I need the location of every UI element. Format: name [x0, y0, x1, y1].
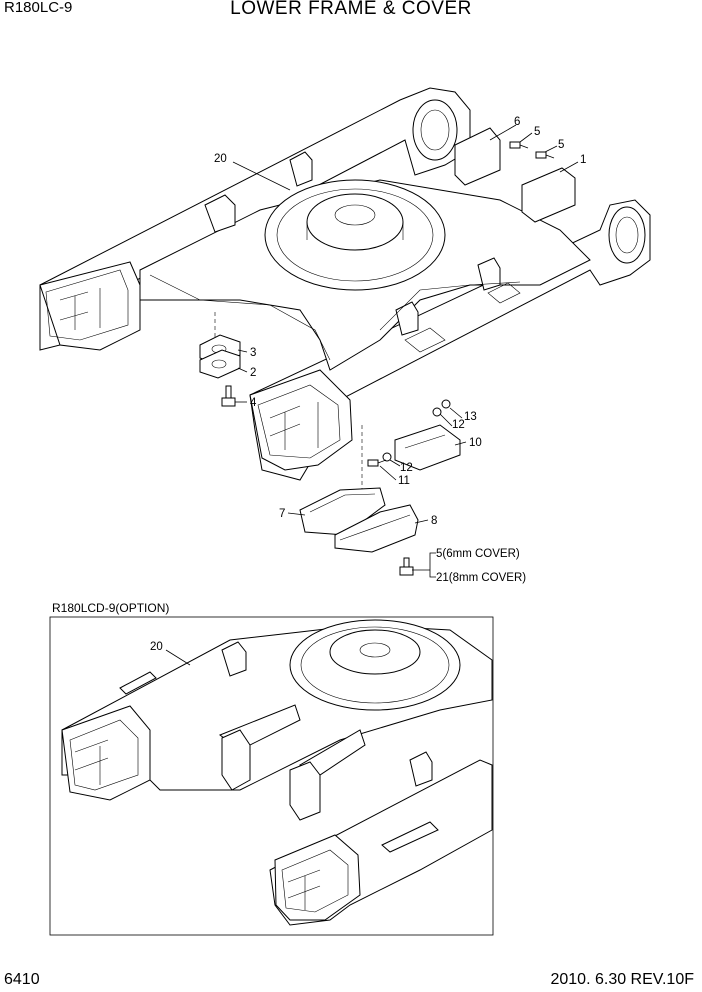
callout-leaders — [232, 124, 579, 578]
option-frame-drawing — [61, 619, 493, 926]
callout-5-6mm-cover: 5(6mm COVER) — [436, 548, 520, 560]
callout-21-8mm-cover: 21(8mm COVER) — [436, 572, 526, 584]
bracket-part-10 — [394, 424, 461, 471]
option-section-label: R180LCD-9(OPTION) — [52, 601, 170, 615]
callout-5-upper: 5 — [534, 126, 540, 138]
callout-11: 11 — [398, 475, 410, 487]
callout-7: 7 — [279, 508, 285, 520]
bolt-part-5-21 — [399, 557, 414, 576]
plate-part-2 — [199, 349, 241, 379]
callout-10: 10 — [469, 437, 482, 449]
model-number: R180LC-9 — [4, 0, 73, 16]
lower-frame-drawing — [39, 87, 651, 505]
page-title: LOWER FRAME & COVER — [230, 0, 472, 19]
cover-part-6 — [454, 127, 501, 186]
page-number: 6410 — [4, 971, 40, 988]
option-frame-box — [49, 616, 494, 936]
bolt-part-4 — [221, 385, 236, 407]
cover-part-8 — [334, 504, 419, 553]
callout-3: 3 — [250, 347, 256, 359]
bolt-part-11 — [367, 459, 387, 467]
callout-5-lower: 5 — [558, 139, 564, 151]
callout-13: 13 — [464, 411, 477, 423]
callout-12-upper: 12 — [452, 419, 465, 431]
callout-12-lower: 12 — [400, 462, 413, 474]
callout-6: 6 — [514, 116, 520, 128]
revision-date: 2010. 6.30 REV.10F — [550, 971, 694, 988]
cover-part-1 — [521, 167, 576, 223]
callout-1: 1 — [580, 154, 586, 166]
cover-part-7 — [299, 487, 386, 536]
callout-20: 20 — [214, 153, 227, 165]
bolt-part-5 — [509, 141, 555, 159]
callout-8: 8 — [431, 515, 437, 527]
callout-4: 4 — [250, 397, 257, 409]
callout-2: 2 — [250, 367, 256, 379]
callout-20-option: 20 — [150, 641, 163, 653]
